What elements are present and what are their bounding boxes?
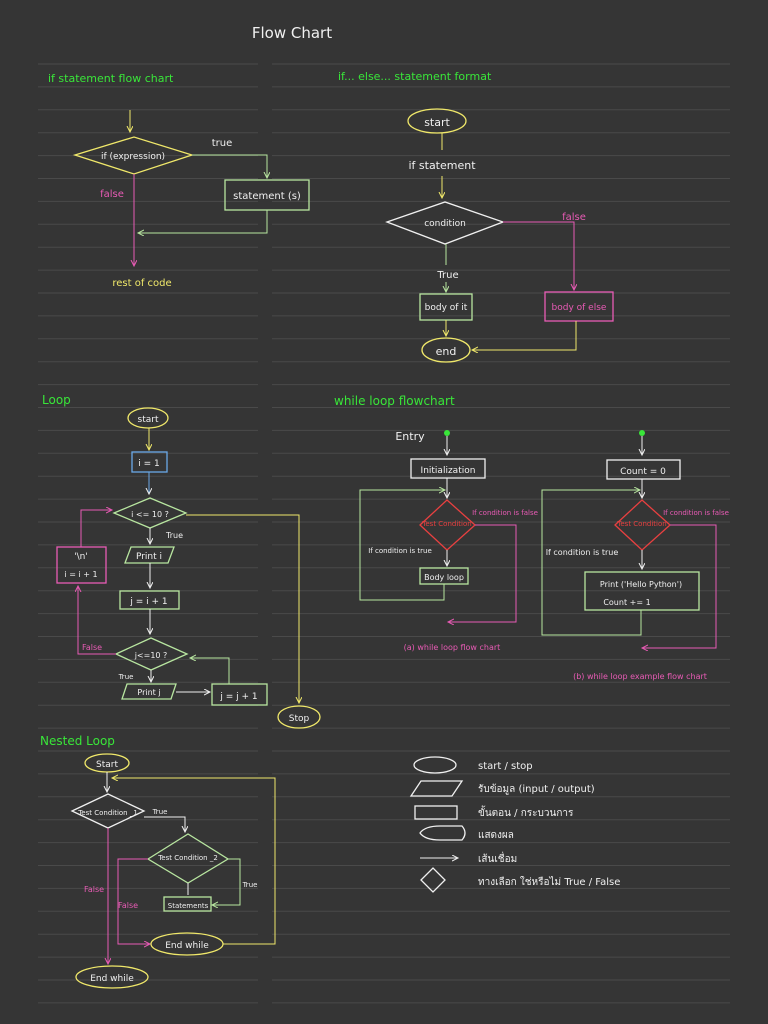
loop-cond1-label: i <= 10 ? xyxy=(131,510,169,519)
if-else-true-label: True xyxy=(436,270,458,281)
if-else-false-label: false xyxy=(562,212,586,223)
loop-print-j-label: Print j xyxy=(137,688,160,697)
nested-start-label: Start xyxy=(96,760,118,770)
if-heading: if statement flow chart xyxy=(48,72,174,85)
loop-cond1-diamond xyxy=(112,497,188,529)
loop-cond2-label: j<=10 ? xyxy=(134,651,168,660)
loop-assign-j-label: j = i + 1 xyxy=(129,597,167,607)
legend-label-3: แสดงผล xyxy=(478,830,514,841)
loop-init-label: i = 1 xyxy=(138,459,160,469)
nested-true2-label: True xyxy=(242,881,258,889)
while-loop-section: while loop flowchart Entry Initializatio… xyxy=(334,394,729,681)
legend-label-4: เส้นเชื่อม xyxy=(478,851,517,865)
if-true-label: true xyxy=(212,138,233,149)
loop-inc-j-box xyxy=(211,683,268,706)
while-init-b-label: Count = 0 xyxy=(620,467,666,477)
nested-true1-label: True xyxy=(152,808,168,816)
nested-statements-box xyxy=(163,896,212,912)
while-true-b-label: If condition is true xyxy=(546,548,619,557)
loop-true1-label: True xyxy=(165,531,183,540)
if-statement-section: if statement flow chart if (expression) … xyxy=(48,72,310,289)
if-else-if-label: if statement xyxy=(408,159,476,172)
while-false-b-label: If condition is false xyxy=(663,509,729,517)
if-else-condition-label: condition xyxy=(424,219,466,229)
if-else-end-label: end xyxy=(436,345,457,358)
loop-stop-label: Stop xyxy=(289,714,310,724)
while-body-b-box xyxy=(584,571,700,611)
if-false-label: false xyxy=(100,189,124,200)
if-else-body-else-label: body of else xyxy=(552,303,607,313)
legend-section: start / stop รับข้อมูล (input / output) … xyxy=(409,756,620,893)
loop-print-j-para xyxy=(121,683,177,700)
if-else-body-if-label: body of it xyxy=(425,303,468,313)
if-decision-label: if (expression) xyxy=(101,152,165,162)
nested-loop-section: Nested Loop Start Test Condition _1 True… xyxy=(40,734,276,989)
diamond-icon xyxy=(420,867,446,893)
parallelogram-icon xyxy=(409,780,464,797)
loop-inc-i-label: i = i + 1 xyxy=(64,570,97,579)
if-rest-label: rest of code xyxy=(112,278,171,289)
loop-cond2-diamond xyxy=(114,637,189,671)
while-init-b-box xyxy=(606,459,681,480)
while-heading: while loop flowchart xyxy=(334,394,455,408)
if-else-start-label: start xyxy=(424,116,450,129)
loop-print-i-label: Print i xyxy=(136,552,162,562)
if-else-body-else-box xyxy=(544,291,614,322)
entry-dot-b xyxy=(639,430,645,436)
while-init-a-box xyxy=(410,458,486,479)
nested-false1-label: False xyxy=(84,885,104,894)
if-else-section: if... else... statement format start if … xyxy=(338,70,614,363)
if-else-start-oval xyxy=(407,108,467,134)
nested-end-outer-label: End while xyxy=(90,974,134,984)
oval-icon xyxy=(413,756,457,774)
loop-start-oval xyxy=(127,407,169,429)
loop-stop-oval xyxy=(277,705,321,729)
legend-label-0: start / stop xyxy=(478,761,533,772)
legend-label-1: รับข้อมูล (input / output) xyxy=(478,783,595,795)
loop-print-i-para xyxy=(124,546,175,564)
while-true-a-label: If condition is true xyxy=(368,547,432,555)
loop-false2-label: False xyxy=(82,643,102,652)
while-body-b2-label: Count += 1 xyxy=(603,598,650,607)
loop-true2-label: True xyxy=(118,673,134,681)
nested-statements-label: Statements xyxy=(168,902,209,910)
nested-end-inner-label: End while xyxy=(165,941,209,951)
if-else-heading: if... else... statement format xyxy=(338,70,492,83)
nested-false2-label: False xyxy=(118,901,138,910)
while-caption-b: (b) while loop example flow chart xyxy=(573,672,707,681)
while-init-a-label: Initialization xyxy=(421,466,476,476)
loop-section: Loop start i = 1 i <= 10 ? True Print i … xyxy=(42,393,321,729)
entry-dot-a xyxy=(444,430,450,436)
nested-heading: Nested Loop xyxy=(40,734,115,748)
legend-label-5: ทางเลือก ใช่หรือไม่ True / False xyxy=(478,876,620,888)
nested-test2-label: Test Condition _2 xyxy=(157,854,218,862)
while-entry-label: Entry xyxy=(395,430,425,443)
nested-end-outer-oval xyxy=(75,965,149,989)
while-false-a-label: If condition is false xyxy=(472,509,538,517)
while-test-a-label: Test Condition xyxy=(421,520,471,528)
nested-test1-diamond xyxy=(70,793,146,829)
if-statement-label: statement (s) xyxy=(233,191,301,202)
while-body-b1-label: Print ('Hello Python') xyxy=(600,580,682,589)
ruled-lines xyxy=(38,63,730,1004)
loop-inc-j-label: j = j + 1 xyxy=(219,692,257,702)
page-title: Flow Chart xyxy=(252,24,332,42)
display-icon xyxy=(419,825,466,841)
loop-newline-label: '\n' xyxy=(74,552,88,562)
while-caption-a: (a) while loop flow chart xyxy=(404,643,501,652)
nested-test1-label: Test Condition _1 xyxy=(77,809,138,817)
loop-start-label: start xyxy=(138,415,159,425)
rectangle-icon xyxy=(414,805,458,820)
if-else-end-oval xyxy=(421,337,471,363)
loop-heading: Loop xyxy=(42,393,71,407)
legend-label-2: ขั้นตอน / กระบวนการ xyxy=(478,805,574,819)
while-body-a-label: Body loop xyxy=(424,573,464,582)
while-test-b-label: Test Condition xyxy=(616,520,666,528)
